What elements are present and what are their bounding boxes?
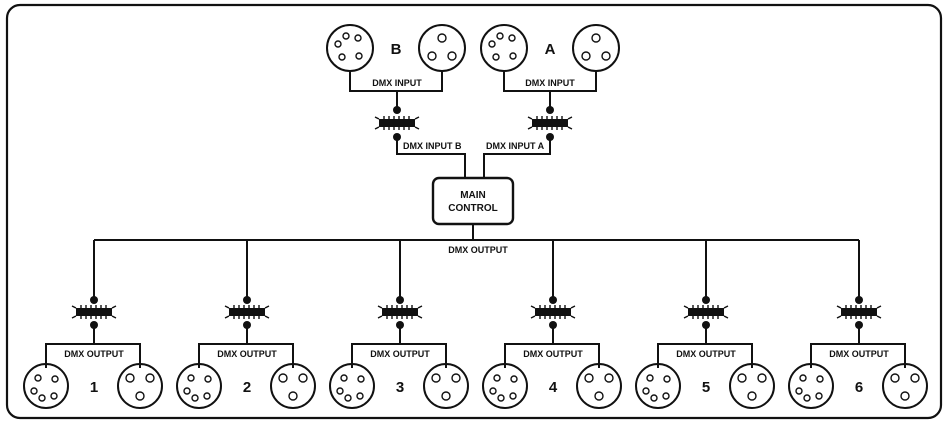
cable-connector-icon: [836, 305, 882, 319]
cable-connector-icon: [71, 305, 117, 319]
xlr-3-pin-connector-icon: [572, 24, 620, 72]
input-a-label: DMX INPUT: [525, 78, 575, 88]
output-label: DMX OUTPUT: [676, 349, 736, 359]
cable-connector-icon: [527, 116, 573, 130]
xlr-5-pin-connector-icon: [326, 24, 374, 72]
xlr-3-pin-connector-icon: [576, 363, 622, 409]
output-number: 3: [396, 379, 404, 396]
main-control-box: MAIN CONTROL: [431, 176, 515, 226]
main-control-line2: CONTROL: [448, 203, 497, 214]
main-control-line1: MAIN: [460, 190, 486, 201]
output-number: 4: [549, 379, 558, 396]
xlr-5-pin-connector-icon: [482, 363, 528, 409]
input-connectors: B DMX INPUT A DMX INPUT: [326, 24, 620, 92]
output-label: DMX OUTPUT: [829, 349, 889, 359]
output-number: 6: [855, 379, 863, 396]
output-label: DMX OUTPUT: [523, 349, 583, 359]
output-number: 1: [90, 379, 98, 396]
output-channel-5: DMX OUTPUT 5: [635, 240, 775, 409]
xlr-5-pin-connector-icon: [329, 363, 375, 409]
cable-connector-icon: [683, 305, 729, 319]
xlr-5-pin-connector-icon: [788, 363, 834, 409]
output-channel-6: DMX OUTPUT 6: [788, 240, 928, 409]
dmx-input-b-line-label: DMX INPUT B: [403, 141, 462, 151]
cable-connector-icon: [530, 305, 576, 319]
output-channel-2: DMX OUTPUT 2: [176, 240, 316, 409]
xlr-3-pin-connector-icon: [729, 363, 775, 409]
input-b-label: DMX INPUT: [372, 78, 422, 88]
xlr-3-pin-connector-icon: [418, 24, 466, 72]
bus-label: DMX OUTPUT: [448, 245, 508, 255]
output-channel-4: DMX OUTPUT 4: [482, 240, 622, 409]
xlr-5-pin-connector-icon: [635, 363, 681, 409]
cable-connector-icon: [377, 305, 423, 319]
output-bus: DMX OUTPUT: [94, 224, 859, 255]
output-channel-3: DMX OUTPUT 3: [329, 240, 469, 409]
cable-connector-icon: [374, 116, 420, 130]
xlr-3-pin-connector-icon: [270, 363, 316, 409]
xlr-5-pin-connector-icon: [176, 363, 222, 409]
output-channel-1: DMX OUTPUT 1: [23, 240, 163, 409]
cable-connector-icon: [224, 305, 270, 319]
output-label: DMX OUTPUT: [64, 349, 124, 359]
dmx-input-a-line-label: DMX INPUT A: [486, 141, 545, 151]
xlr-3-pin-connector-icon: [423, 363, 469, 409]
input-routing-lines: DMX INPUT B DMX INPUT A: [396, 137, 551, 178]
xlr-3-pin-connector-icon: [882, 363, 928, 409]
output-label: DMX OUTPUT: [217, 349, 277, 359]
xlr-5-pin-connector-icon: [480, 24, 528, 72]
input-cable-connectors: [374, 91, 573, 141]
xlr-5-pin-connector-icon: [23, 363, 69, 409]
output-number: 5: [702, 379, 710, 396]
diagram-frame: [5, 3, 943, 420]
input-letter-b: B: [391, 41, 402, 58]
output-label: DMX OUTPUT: [370, 349, 430, 359]
output-number: 2: [243, 379, 251, 396]
input-letter-a: A: [545, 41, 556, 58]
xlr-3-pin-connector-icon: [117, 363, 163, 409]
